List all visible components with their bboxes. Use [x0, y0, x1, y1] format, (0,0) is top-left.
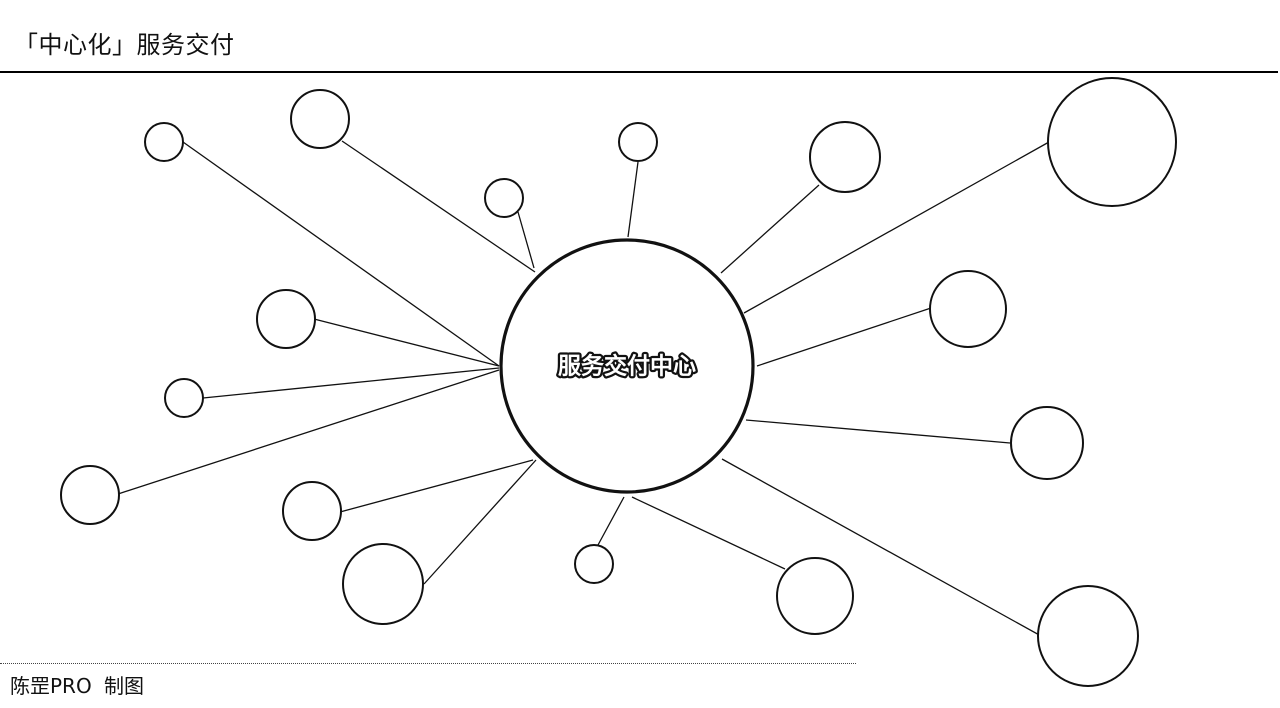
- connector: [182, 141, 500, 367]
- satellite-node: [618, 122, 658, 162]
- connector: [720, 184, 820, 274]
- hub-label: 服务交付中心: [558, 353, 696, 380]
- connector: [743, 141, 1050, 314]
- connector: [627, 161, 639, 238]
- satellite-node: [574, 544, 614, 584]
- connector: [756, 307, 932, 367]
- connectors: [117, 140, 1050, 637]
- satellite-node: [282, 481, 342, 541]
- satellite-node: [809, 121, 881, 193]
- satellite-node: [144, 122, 184, 162]
- connector: [517, 211, 535, 269]
- hub: 服务交付中心: [499, 238, 755, 494]
- connector: [117, 369, 500, 495]
- satellite-node: [484, 178, 524, 218]
- title-divider: [0, 71, 1278, 73]
- connector: [339, 459, 534, 513]
- satellite-node: [1010, 406, 1084, 480]
- satellite-node: [60, 465, 120, 525]
- connector: [745, 419, 1011, 444]
- satellite-node: [290, 89, 350, 149]
- hub-circle: [499, 238, 755, 494]
- connector: [597, 496, 625, 546]
- satellite-node: [342, 543, 424, 625]
- satellite-node: [1037, 585, 1139, 687]
- satellite-node: [1047, 77, 1177, 207]
- footer-divider: [0, 663, 856, 664]
- satellite-node: [164, 378, 204, 418]
- satellite-node: [256, 289, 316, 349]
- satellite-node: [776, 557, 854, 635]
- connector: [313, 318, 500, 367]
- connector: [341, 140, 536, 273]
- connector: [721, 458, 1042, 637]
- satellite-nodes: [60, 77, 1177, 687]
- page-title: 「中心化」服务交付: [14, 31, 235, 59]
- connector: [423, 459, 537, 585]
- credit-text: 陈罡PRO 制图: [10, 674, 145, 698]
- connector: [202, 367, 500, 399]
- satellite-node: [929, 270, 1007, 348]
- connector: [631, 496, 786, 570]
